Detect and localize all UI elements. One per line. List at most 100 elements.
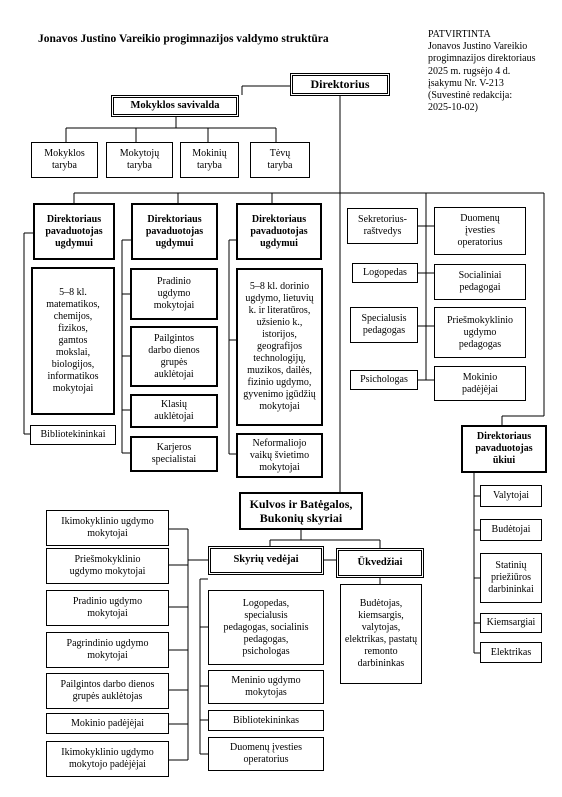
deputy-label: Direktoriaus — [476, 431, 532, 442]
text-line: Priešmokyklinio — [446, 314, 514, 326]
text-line: chemijos, — [53, 311, 93, 322]
council-label: taryba — [52, 160, 77, 171]
branch-staff-box: Mokinio padėjėjai — [46, 713, 169, 734]
text-line: mokytojai — [259, 461, 300, 473]
text-line: auklėtojai — [154, 411, 194, 422]
deputy-label: Direktoriaus — [147, 213, 202, 225]
text-line: pedagogas, socialinis — [223, 621, 309, 633]
text-line: fizikos, — [58, 323, 88, 334]
text-line: ugdymo, lietuvių — [245, 293, 314, 304]
text-line: Mokinio — [462, 371, 498, 383]
deputy-label: ugdymui — [55, 237, 93, 249]
text-line: įvesties — [465, 225, 495, 236]
text-line: Klasių — [160, 399, 188, 410]
approval-note: PATVIRTINTA Jonavos Justino Vareikio pro… — [428, 29, 535, 114]
text-line: Priešmokyklinio — [74, 554, 141, 565]
council-label: Mokytojų — [119, 148, 160, 159]
council-label: taryba — [126, 160, 152, 171]
text-line: 5–8 kl. dorinio — [249, 281, 310, 292]
approval-line: 2025 m. rugsėjo 4 d. — [428, 65, 511, 77]
text-line: Pailgintos darbo dienos — [60, 679, 155, 690]
deputy-label: ūkiui — [492, 455, 516, 466]
deputy-label: ugdymui — [155, 237, 194, 249]
staff-box: Logopedas — [352, 263, 418, 283]
text-line: elektrikas, pastatų — [344, 634, 418, 645]
text-line: darbininkai — [488, 584, 534, 595]
text-line: mokytojas — [245, 687, 287, 698]
council-label: Tėvų — [269, 148, 291, 159]
text-line: informatikos — [47, 371, 99, 382]
text-line: raštvedys — [363, 226, 402, 237]
text-line: muzikos, dailės, — [247, 365, 312, 376]
text-line: auklėtojai — [154, 368, 194, 380]
text-line: operatorius — [243, 754, 289, 765]
council-label: Mokinių — [192, 148, 227, 159]
text-line: geografijos — [257, 341, 302, 352]
text-line: Pradinio — [157, 276, 191, 287]
deputy-label: pavaduotojas — [145, 225, 204, 237]
branch-manager-box: Ūkvedžiai — [336, 548, 424, 578]
teachers-science-box: 5–8 kl. matematikos, chemijos, fizikos, … — [31, 267, 115, 415]
text-line: Karjeros — [156, 442, 192, 453]
branch-heads-box: Skyrių vedėjai — [208, 546, 324, 575]
text-line: Valytojai — [492, 490, 530, 501]
text-line: pedagogas — [458, 338, 502, 350]
text-line: ugdymo mokytojai — [69, 566, 146, 577]
text-line: gamtos — [58, 335, 88, 346]
council-label: Mokyklos — [44, 148, 85, 159]
text-line: priežiūros — [490, 572, 531, 583]
text-line: Sekretorius- — [358, 214, 407, 225]
text-line: istorijos, — [262, 329, 297, 340]
text-line: operatorius — [457, 237, 503, 248]
text-line: mokytojai — [87, 650, 128, 661]
page-title: Jonavos Justino Vareikio progimnazijos v… — [38, 33, 329, 45]
text-line: specialusis — [244, 609, 288, 621]
text-line: k. ir literatūros, — [248, 305, 311, 316]
branch-manager-label: Ūkvedžiai — [357, 556, 403, 568]
branch-box: Kulvos ir Batėgalos,Bukonių skyriai — [239, 492, 363, 530]
text-line: pedagogas — [362, 325, 406, 336]
text-line: Statinių — [495, 560, 527, 571]
text-line: Pradinio ugdymo — [72, 596, 143, 607]
text-line: Ikimokyklinio ugdymo — [61, 516, 154, 527]
text-line: Pagrindinio ugdymo — [66, 638, 149, 649]
text-line: darbininkas — [357, 658, 405, 669]
approval-line: įsakymu Nr. V-213 — [428, 77, 504, 89]
text-line: Neformaliojo — [252, 437, 307, 449]
librarians-label: Bibliotekininkai — [40, 429, 106, 440]
text-line: matematikos, — [46, 299, 100, 310]
text-line: Elektrikas — [490, 646, 532, 658]
branch-label: Kulvos ir Batėgalos, — [249, 496, 353, 511]
text-line: Psichologas — [360, 374, 408, 385]
text-line: mokytojo padėjėjai — [69, 759, 146, 770]
household-item-box: Kiemsargiai — [480, 613, 542, 633]
text-line: Duomenų įvesties — [230, 742, 302, 753]
text-line: mokytojai — [87, 528, 128, 539]
staff-box: Sekretorius-raštvedys — [347, 208, 418, 244]
self-government-box: Mokyklos savivalda — [111, 95, 239, 117]
text-line: pedagogas, — [243, 633, 289, 645]
text-line: Bibliotekininkas — [232, 714, 300, 726]
text-line: Pailgintos — [153, 332, 194, 344]
text-line: grupės — [160, 356, 188, 368]
text-line: Logopedas — [363, 267, 407, 278]
